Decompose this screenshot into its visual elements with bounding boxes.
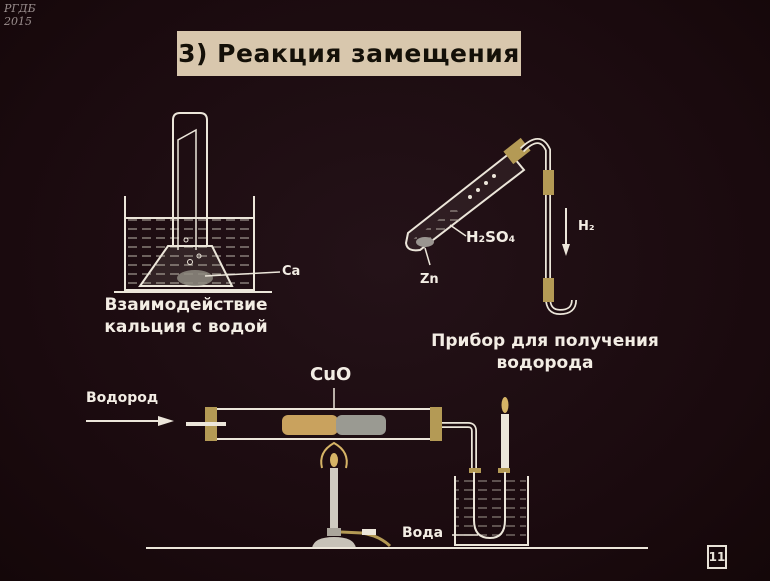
test-tube-inverted bbox=[172, 112, 208, 247]
slide-title-panel: 3) Реакция замещения bbox=[177, 31, 521, 76]
ca-pointer bbox=[204, 271, 281, 277]
collar-left bbox=[469, 468, 481, 473]
caption-line: Взаимодействие bbox=[104, 295, 268, 315]
hydrogen-apparatus bbox=[404, 137, 577, 316]
zn-pointer bbox=[424, 247, 431, 266]
candle-flame bbox=[501, 397, 509, 413]
burner-barrel bbox=[330, 468, 338, 533]
stopper-right bbox=[430, 407, 442, 441]
hose-clip bbox=[362, 529, 376, 535]
label-ca: Ca bbox=[282, 264, 301, 279]
label-h2: H₂ bbox=[578, 219, 595, 234]
label-zn: Zn bbox=[420, 272, 439, 287]
tube-inner-wall bbox=[177, 128, 197, 250]
label-hydrogen-in: Водород bbox=[86, 390, 159, 406]
outlet-tube bbox=[442, 422, 477, 472]
bubble bbox=[484, 181, 488, 185]
gas-arrow-head bbox=[562, 244, 570, 256]
hydrogen-flow-arrowhead bbox=[158, 416, 174, 426]
rubber-joint-top bbox=[543, 170, 554, 195]
calcium-water-setup bbox=[114, 112, 281, 293]
caption-line: кальция с водой bbox=[104, 317, 268, 337]
burner-flame bbox=[320, 441, 348, 469]
label-water: Вода bbox=[402, 525, 444, 541]
bubble bbox=[196, 253, 202, 259]
outlet-tube-inner bbox=[442, 423, 476, 472]
bubble bbox=[476, 188, 480, 192]
caption-line: Прибор для получения bbox=[431, 331, 659, 351]
acid-pointer bbox=[449, 224, 467, 237]
caption-calcium-water: Взаимодействие кальция с водой bbox=[86, 294, 286, 338]
trough bbox=[124, 196, 255, 291]
burner-base bbox=[312, 537, 356, 548]
bubble bbox=[183, 237, 189, 243]
burner-flame-core bbox=[330, 453, 338, 467]
caption-hydrogen-apparatus: Прибор для получения водорода bbox=[400, 330, 690, 374]
caption-line: водорода bbox=[496, 353, 594, 373]
acid-liquid bbox=[412, 207, 463, 247]
slide-title: 3) Реакция замещения bbox=[178, 39, 520, 68]
watermark-org: РГДБ bbox=[4, 2, 36, 15]
page-number-badge: 11 bbox=[707, 545, 727, 569]
burner-collar bbox=[327, 528, 341, 536]
bubble bbox=[468, 195, 472, 199]
cuo-reduction-setup bbox=[86, 388, 648, 549]
water-bath bbox=[454, 476, 529, 546]
copper-oxide bbox=[336, 415, 386, 435]
watermark-year: 2015 bbox=[4, 15, 32, 28]
candle bbox=[501, 414, 509, 468]
label-cuo: CuO bbox=[310, 364, 352, 385]
copper-product bbox=[282, 415, 338, 435]
bubble bbox=[492, 174, 496, 178]
u-tube bbox=[473, 472, 506, 540]
collar-right bbox=[498, 468, 510, 473]
watermark: РГДБ 2015 bbox=[4, 2, 36, 28]
label-h2so4: H₂SO₄ bbox=[466, 228, 516, 246]
page-number: 11 bbox=[708, 550, 726, 564]
calcium-piece bbox=[177, 270, 213, 286]
rubber-joint-bottom bbox=[543, 278, 554, 302]
delivery-tube-inner bbox=[521, 139, 576, 314]
bubble bbox=[187, 259, 193, 265]
zinc-piece bbox=[416, 237, 434, 247]
water-bath-fill bbox=[456, 480, 526, 543]
